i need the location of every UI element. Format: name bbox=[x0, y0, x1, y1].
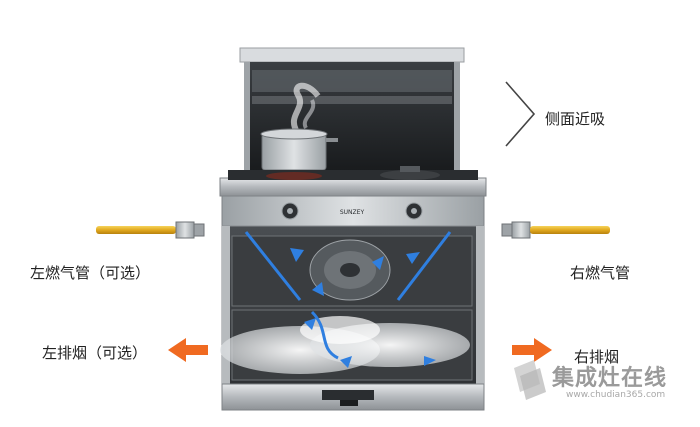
control-panel bbox=[221, 195, 485, 227]
label-left-gas-pipe: 左燃气管（可选） bbox=[30, 264, 151, 282]
airflow-arrow-icon bbox=[312, 282, 324, 296]
smoke-cloud bbox=[220, 316, 470, 374]
fan-unit bbox=[309, 239, 391, 301]
airflow-arrow-icon bbox=[424, 356, 436, 366]
burner-grate-right bbox=[380, 166, 440, 180]
airflow-arrow-icon bbox=[340, 356, 352, 368]
airflow-arrow-icon bbox=[290, 248, 304, 262]
left-gas-pipe-icon bbox=[96, 221, 205, 239]
label-right-gas-pipe: 右燃气管 bbox=[570, 264, 631, 282]
brand-badge: SUNZEY bbox=[340, 209, 365, 216]
airflow-arrow-icon bbox=[372, 256, 384, 270]
airflow-arrows bbox=[290, 248, 436, 368]
watermark-url: www.chudian365.com bbox=[566, 390, 666, 400]
cooktop bbox=[219, 166, 487, 197]
steam bbox=[291, 82, 321, 132]
airflow-indicators bbox=[244, 231, 452, 360]
label-left-exhaust: 左排烟（可选） bbox=[42, 344, 148, 362]
label-right-exhaust: 右排烟 bbox=[574, 348, 620, 366]
cooking-pot bbox=[260, 128, 338, 171]
arrow-left-icon bbox=[168, 338, 208, 362]
watermark-logo-icon bbox=[514, 360, 546, 400]
watermark-name: 集成灶在线 bbox=[552, 366, 668, 391]
chevron-right-icon bbox=[505, 81, 536, 147]
watermark: 集成灶在线 www.chudian365.com bbox=[508, 356, 693, 408]
airflow-arrow-icon bbox=[304, 318, 316, 330]
right-gas-pipe-icon bbox=[501, 221, 610, 239]
arrow-right-icon bbox=[512, 338, 552, 362]
airflow-arrow-icon bbox=[406, 252, 420, 264]
label-side-suction: 侧面近吸 bbox=[545, 110, 606, 128]
